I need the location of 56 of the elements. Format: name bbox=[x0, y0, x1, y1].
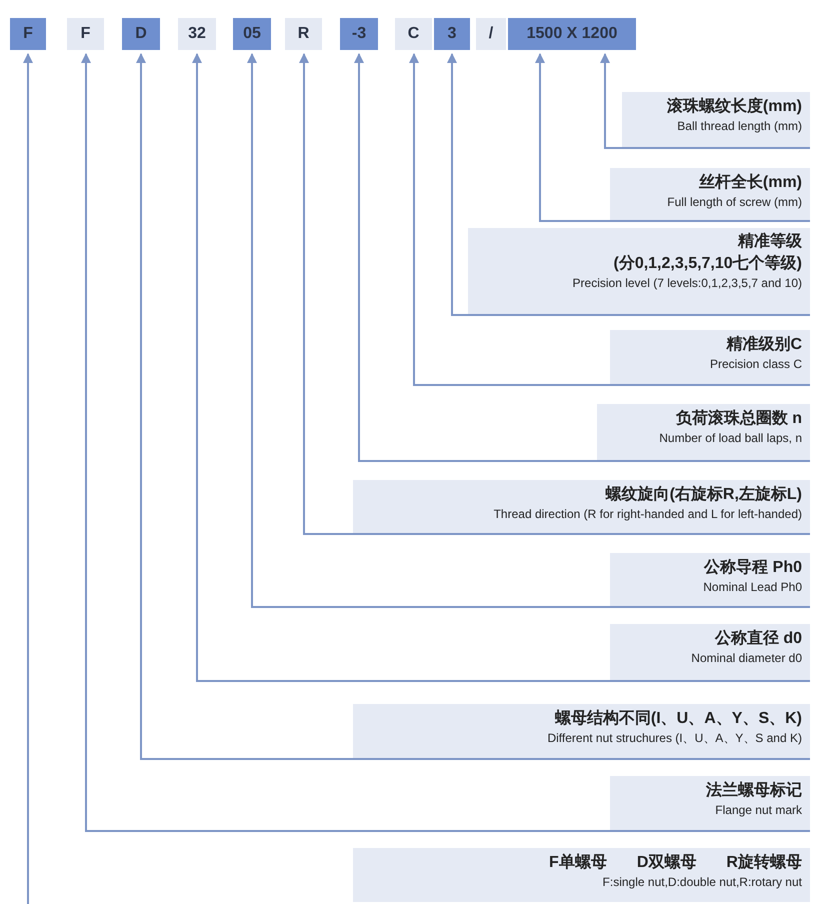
description-box bbox=[610, 168, 810, 220]
code-segment: -3 bbox=[340, 18, 378, 50]
code-segment: 05 bbox=[233, 18, 271, 50]
english-description: Full length of screw (mm) bbox=[666, 194, 802, 211]
arrow bbox=[136, 53, 810, 760]
arrow bbox=[81, 53, 810, 832]
description-box bbox=[597, 404, 810, 460]
chinese-description: 螺母结构不同(I、U、A、Y、S、K) bbox=[554, 708, 802, 729]
code-segment: D bbox=[122, 18, 160, 50]
description-box bbox=[468, 228, 810, 314]
chinese-description: 法兰螺母标记 bbox=[705, 780, 802, 801]
arrow bbox=[409, 53, 810, 386]
english-description: Number of load ball laps, n bbox=[658, 430, 802, 447]
code-segment: F bbox=[10, 18, 46, 50]
chinese-description: 精准级别C bbox=[725, 334, 802, 355]
chinese-description: 滚珠螺纹长度(mm) bbox=[666, 96, 802, 117]
description-box bbox=[610, 553, 810, 606]
chinese-description: (分0,1,2,3,5,7,10七个等级) bbox=[612, 254, 802, 274]
code-segment: / bbox=[476, 18, 506, 50]
chinese-description: 公称直径 d0 bbox=[714, 628, 802, 649]
arrow bbox=[447, 53, 810, 316]
description-box bbox=[610, 330, 810, 384]
description-box bbox=[610, 624, 810, 680]
code-segment: 32 bbox=[178, 18, 216, 50]
english-description: F:single nut,D:double nut,R:rotary nut bbox=[602, 874, 802, 891]
chinese-description: 精准等级 bbox=[736, 232, 802, 252]
english-description: Nominal Lead Ph0 bbox=[702, 579, 802, 596]
code-segment: R bbox=[285, 18, 322, 50]
english-description: Different nut struchures (I、U、A、Y、S and K) bbox=[546, 730, 802, 747]
arrow bbox=[247, 53, 810, 608]
description-box bbox=[622, 92, 810, 147]
description-box bbox=[610, 776, 810, 830]
arrow bbox=[192, 53, 810, 682]
arrow bbox=[299, 53, 810, 535]
code-segment: 3 bbox=[434, 18, 470, 50]
arrow bbox=[600, 53, 810, 149]
english-description: Precision level (7 levels:0,1,2,3,5,7 and 10) bbox=[572, 275, 802, 292]
arrow bbox=[354, 53, 810, 462]
chinese-description: 负荷滚珠总圈数 n bbox=[674, 408, 802, 429]
english-description: Nominal diameter d0 bbox=[690, 650, 802, 667]
description-box bbox=[353, 704, 810, 758]
code-segment: F bbox=[67, 18, 104, 50]
code-segment: C bbox=[395, 18, 432, 50]
chinese-description: 螺纹旋向(右旋标R,左旋标L) bbox=[604, 484, 802, 505]
chinese-description: F单螺母 D双螺母 R旋转螺母 bbox=[548, 852, 802, 873]
code-segment: 1500 X 1200 bbox=[508, 18, 636, 50]
english-description: Thread direction (R for right-handed and L for left-handed) bbox=[492, 506, 802, 523]
chinese-description: 丝杆全长(mm) bbox=[698, 172, 802, 193]
description-box bbox=[353, 480, 810, 533]
description-box bbox=[353, 848, 810, 902]
english-description: Ball thread length (mm) bbox=[676, 118, 802, 135]
english-description: Precision class C bbox=[708, 356, 802, 373]
arrow bbox=[535, 53, 810, 222]
arrow bbox=[23, 53, 33, 904]
chinese-description: 公称导程 Ph0 bbox=[702, 558, 802, 578]
english-description: Flange nut mark bbox=[714, 802, 802, 819]
